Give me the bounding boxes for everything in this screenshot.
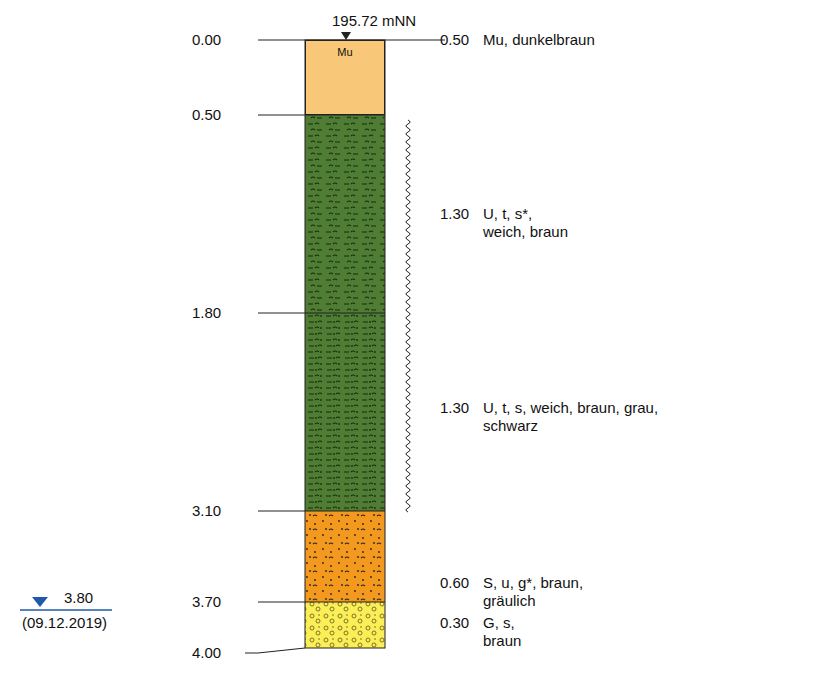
sand-hatching — [305, 511, 385, 602]
layer-description: U, t, s, weich, braun, grau, schwarz — [483, 399, 693, 435]
depth-label: 3.10 — [192, 502, 221, 520]
layer-description: S, u, g*, braun, gräulich — [483, 574, 608, 610]
silt-layer — [305, 313, 385, 511]
elevation-label: 195.72 mNN — [332, 12, 416, 30]
layer-description: U, t, s*, weich, braun — [483, 205, 578, 241]
silt-layer — [305, 115, 385, 313]
elevation-marker — [341, 32, 351, 40]
layer-code: Mu — [306, 41, 384, 59]
groundwater-marker — [32, 597, 48, 607]
depth-ticks — [245, 40, 445, 653]
layer-description: Mu, dunkelbraun — [483, 31, 595, 49]
soil-layer-band: Mu — [305, 40, 385, 115]
groundwater-date: (09.12.2019) — [22, 614, 107, 632]
gravel-layer — [305, 602, 385, 648]
depth-label: 3.70 — [192, 593, 221, 611]
layer-description: G, s, braun — [483, 614, 543, 650]
silt-hatching — [305, 115, 385, 313]
groundwater-depth: 3.80 — [64, 589, 93, 607]
gravel-hatching — [305, 602, 385, 648]
depth-label: 0.00 — [192, 31, 221, 49]
sand-layer — [305, 511, 385, 602]
thickness-label: 0.50 — [440, 31, 469, 49]
thickness-label: 0.60 — [440, 574, 469, 592]
silt-hatching — [305, 313, 385, 511]
depth-label: 4.00 — [192, 644, 221, 662]
thickness-label: 1.30 — [440, 205, 469, 223]
groundwater-line — [20, 609, 112, 611]
depth-label: 1.80 — [192, 304, 221, 322]
thickness-label: 0.30 — [440, 614, 469, 632]
consistency-wave — [406, 120, 410, 512]
depth-label: 0.50 — [192, 106, 221, 124]
column-outline — [305, 40, 385, 648]
thickness-label: 1.30 — [440, 399, 469, 417]
